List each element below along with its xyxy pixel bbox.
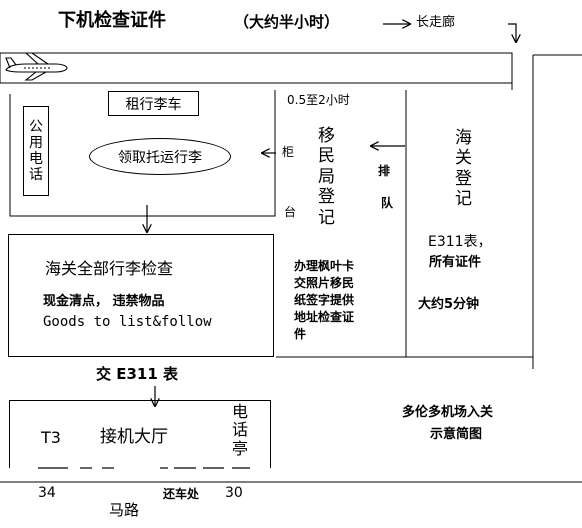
customs-check-title: 海关全部行李检查 xyxy=(45,259,174,278)
phone-booth-label: 电 话 亭 xyxy=(232,402,249,458)
page-title: 下机检查证件 xyxy=(58,10,166,31)
public-phone-char: 公 xyxy=(29,118,43,135)
queue-char-bottom: 队 xyxy=(381,196,394,210)
car-return-label: 还车处 xyxy=(163,487,200,501)
immigration-notes: 办理枫叶卡 交照片移民 纸签字提供 地址检查证 件 xyxy=(294,258,354,343)
phone-booth-char: 电 xyxy=(232,402,249,421)
customs-time-line: 大约5分钟 xyxy=(418,297,480,312)
immigration-char: 移 xyxy=(318,126,335,146)
corridor-band xyxy=(0,52,513,84)
customs-form-line: E311表， xyxy=(428,234,492,250)
queue-char-top: 排 xyxy=(378,164,391,178)
duration-note: （大约半小时） xyxy=(234,13,340,31)
phone-booth-char: 话 xyxy=(232,420,249,440)
baggage-claim-ellipse: 领取托运行李 xyxy=(89,138,231,175)
caption-line1: 多伦多机场入关 xyxy=(402,405,494,420)
customs-docs-line: 所有证件 xyxy=(429,255,482,270)
immigration-note-line: 交照片移民 xyxy=(294,276,355,290)
immigration-time: 0.5至2小时 xyxy=(287,93,350,107)
door-number-right: 30 xyxy=(225,485,243,501)
baggage-claim-label: 领取托运行李 xyxy=(118,149,202,166)
terminal-name: T3 xyxy=(41,428,61,447)
phone-booth-char: 亭 xyxy=(232,438,249,458)
arrival-hall-label: 接机大厅 xyxy=(100,427,168,447)
corridor-down-arrow xyxy=(508,23,516,42)
counter-char-bottom: 台 xyxy=(284,205,297,219)
immigration-title: 移 民 局 登 记 xyxy=(318,126,335,228)
immigration-note-line: 办理枫叶卡 xyxy=(294,259,355,273)
immigration-char: 民 xyxy=(318,146,335,167)
customs-register-char: 海 xyxy=(455,128,472,148)
door-number-left: 34 xyxy=(38,485,56,501)
immigration-note-line: 件 xyxy=(294,327,307,341)
public-phone-box: 公 用 电 话 xyxy=(23,106,49,196)
immigration-note-line: 纸签字提供 xyxy=(294,293,355,307)
submit-form-label: 交 E311 表 xyxy=(96,365,179,383)
rental-cart-box: 租行李车 xyxy=(108,91,199,116)
public-phone-char: 用 xyxy=(29,134,43,151)
public-phone-char: 话 xyxy=(29,167,43,184)
corridor-label: 长走廊 xyxy=(416,15,456,30)
public-phone-char: 电 xyxy=(29,151,43,167)
customs-check-line2: Goods to list&follow xyxy=(43,314,212,330)
customs-register-char: 记 xyxy=(455,189,472,210)
road-label: 马路 xyxy=(109,501,140,519)
caption-line2: 示意简图 xyxy=(430,427,483,442)
airplane-icon xyxy=(5,52,68,81)
customs-register-char: 关 xyxy=(455,148,472,169)
immigration-char: 局 xyxy=(318,166,335,187)
immigration-char: 登 xyxy=(318,187,335,208)
customs-check-line1: 现金清点， 违禁物品 xyxy=(43,294,165,309)
counter-char-top: 柜 xyxy=(282,145,295,159)
terminal-box: T3 接机大厅 电 话 亭 xyxy=(9,400,271,468)
immigration-note-line: 地址检查证 xyxy=(294,310,355,324)
customs-check-box: 海关全部行李检查 现金清点， 违禁物品 Goods to list&follow xyxy=(8,234,274,357)
customs-register-char: 登 xyxy=(455,168,472,189)
immigration-char: 记 xyxy=(318,207,335,228)
customs-register-title: 海 关 登 记 xyxy=(455,128,472,210)
rental-cart-label: 租行李车 xyxy=(125,96,182,113)
